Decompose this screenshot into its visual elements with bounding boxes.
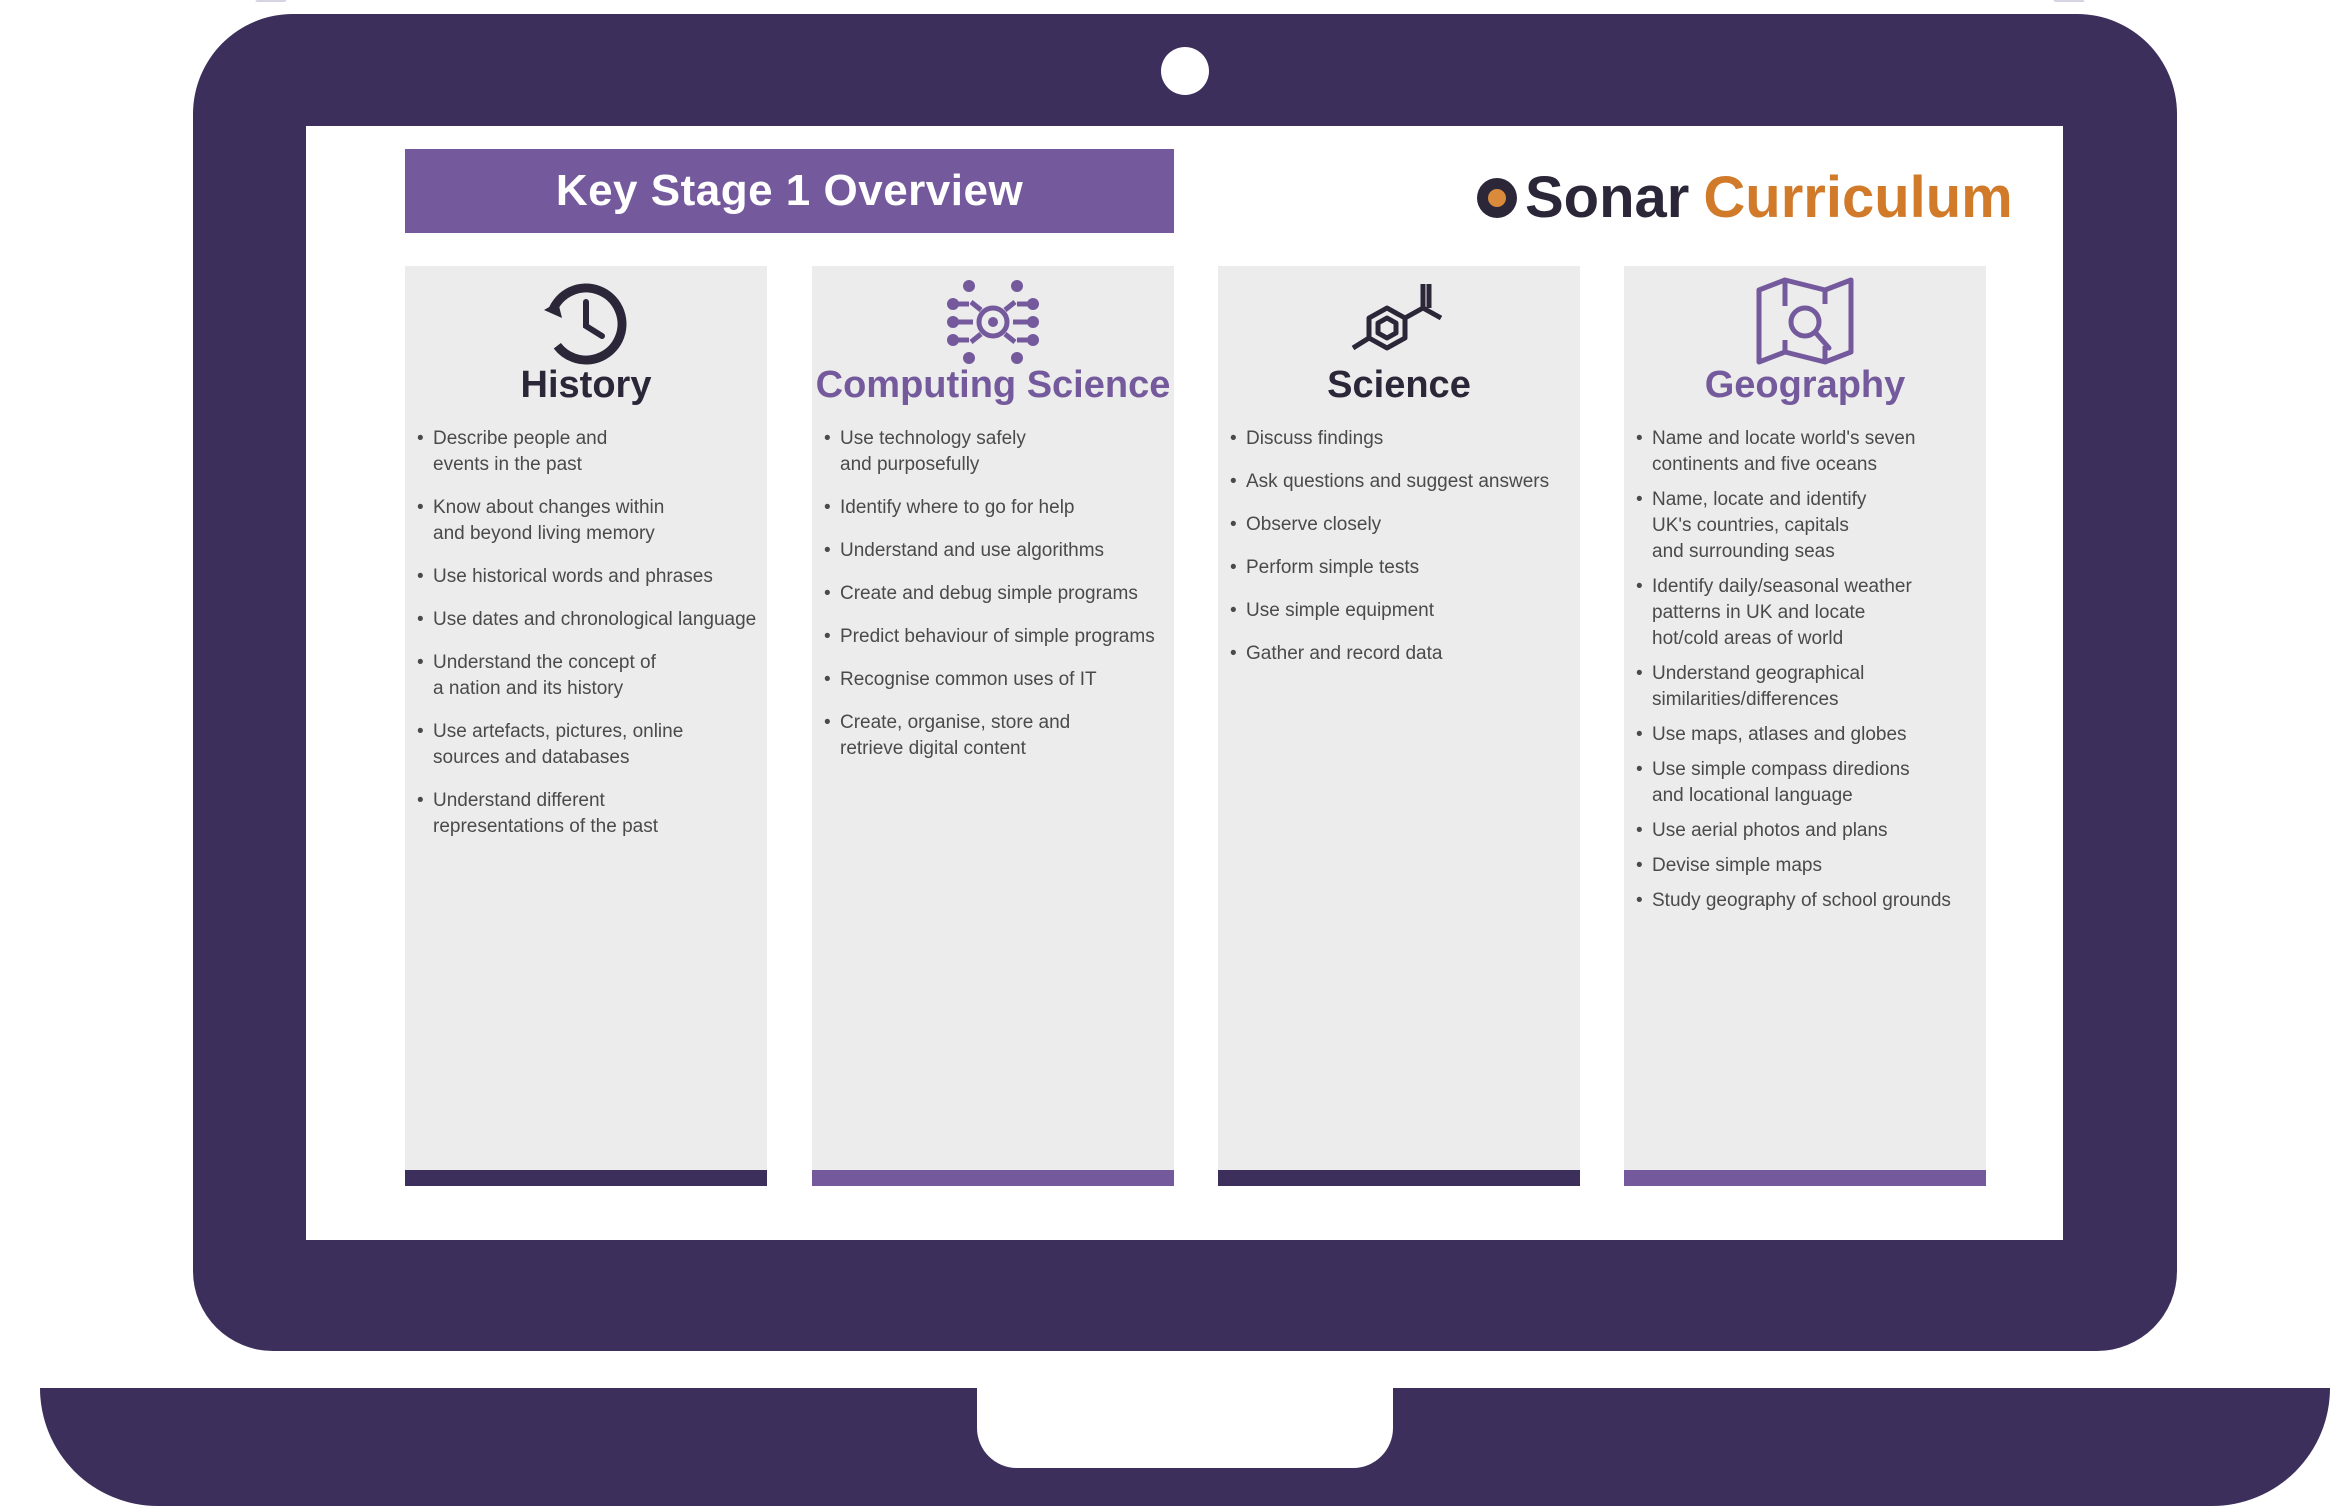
list-item: Use artefacts, pictures, online sources …	[417, 719, 763, 771]
list-item: Discuss findings	[1230, 426, 1576, 452]
column-footer-bar	[1218, 1170, 1580, 1186]
list-item: Know about changes within and beyond liv…	[417, 495, 763, 547]
list-item: Use maps, atlases and globes	[1636, 722, 1982, 748]
column-title: Science	[1327, 364, 1471, 406]
list-item: Understand geographical similarities/dif…	[1636, 661, 1982, 713]
column-title: Computing Science	[815, 364, 1171, 406]
subject-column-geography: Geography Name and locate world's seven …	[1624, 266, 1986, 1186]
list-item: Name and locate world's seven continents…	[1636, 426, 1982, 478]
map-search-icon	[1755, 274, 1855, 370]
list-item: Gather and record data	[1230, 641, 1576, 667]
sonar-logo-icon	[1477, 177, 1517, 218]
list-item: Use technology safely and purposefully	[824, 426, 1170, 478]
brand-name-sonar: Sonar	[1525, 165, 1690, 230]
list-item: Use aerial photos and plans	[1636, 818, 1982, 844]
list-item: Name, locate and identify UK's countries…	[1636, 487, 1982, 565]
list-item: Recognise common uses of IT	[824, 667, 1170, 693]
list-item: Identify daily/seasonal weather patterns…	[1636, 574, 1982, 652]
column-footer-bar	[1624, 1170, 1986, 1186]
subject-column-history: History Describe people and events in th…	[405, 266, 767, 1186]
laptop-base	[40, 1388, 2330, 1506]
laptop-lid: Key Stage 1 Overview Sonar Curriculum Hi…	[193, 14, 2177, 1351]
list-item: Predict behaviour of simple programs	[824, 624, 1170, 650]
trackpad-notch	[977, 1388, 1393, 1468]
bullet-list: Discuss findings Ask questions and sugge…	[1230, 426, 1576, 684]
list-item: Understand the concept of a nation and i…	[417, 650, 763, 702]
column-title: History	[520, 364, 652, 406]
list-item: Understand and use algorithms	[824, 538, 1170, 564]
list-item: Ask questions and suggest answers	[1230, 469, 1576, 495]
molecule-icon	[1349, 274, 1449, 370]
page-title: Key Stage 1 Overview	[405, 149, 1174, 233]
list-item: Use simple compass diredions and locatio…	[1636, 757, 1982, 809]
list-item: Observe closely	[1230, 512, 1576, 538]
list-item: Describe people and events in the past	[417, 426, 763, 478]
list-item: Devise simple maps	[1636, 853, 1982, 879]
list-item: Create and debug simple programs	[824, 581, 1170, 607]
webcam-icon	[1161, 47, 1209, 95]
bullet-list: Describe people and events in the past K…	[417, 426, 763, 857]
bullet-list: Name and locate world's seven continents…	[1636, 426, 1982, 923]
subject-column-science: Science Discuss findings Ask questions a…	[1218, 266, 1580, 1186]
column-title: Geography	[1704, 364, 1906, 406]
clock-history-icon	[536, 274, 636, 370]
list-item: Identify where to go for help	[824, 495, 1170, 521]
list-item: Use historical words and phrases	[417, 564, 763, 590]
subject-column-computing-science: Computing Science Use technology safely …	[812, 266, 1174, 1186]
corner-decoration	[243, 0, 287, 16]
list-item: Understand different representations of …	[417, 788, 763, 840]
network-gear-icon	[943, 274, 1043, 370]
column-footer-bar	[405, 1170, 767, 1186]
list-item: Use dates and chronological language	[417, 607, 763, 633]
bullet-list: Use technology safely and purposefully I…	[824, 426, 1170, 779]
list-item: Perform simple tests	[1230, 555, 1576, 581]
brand-logo: Sonar Curriculum	[1477, 164, 2013, 231]
brand-name-curriculum: Curriculum	[1703, 165, 2013, 230]
list-item: Study geography of school grounds	[1636, 888, 1982, 914]
column-footer-bar	[812, 1170, 1174, 1186]
laptop-screen: Key Stage 1 Overview Sonar Curriculum Hi…	[306, 126, 2063, 1240]
list-item: Create, organise, store and retrieve dig…	[824, 710, 1170, 762]
list-item: Use simple equipment	[1230, 598, 1576, 624]
